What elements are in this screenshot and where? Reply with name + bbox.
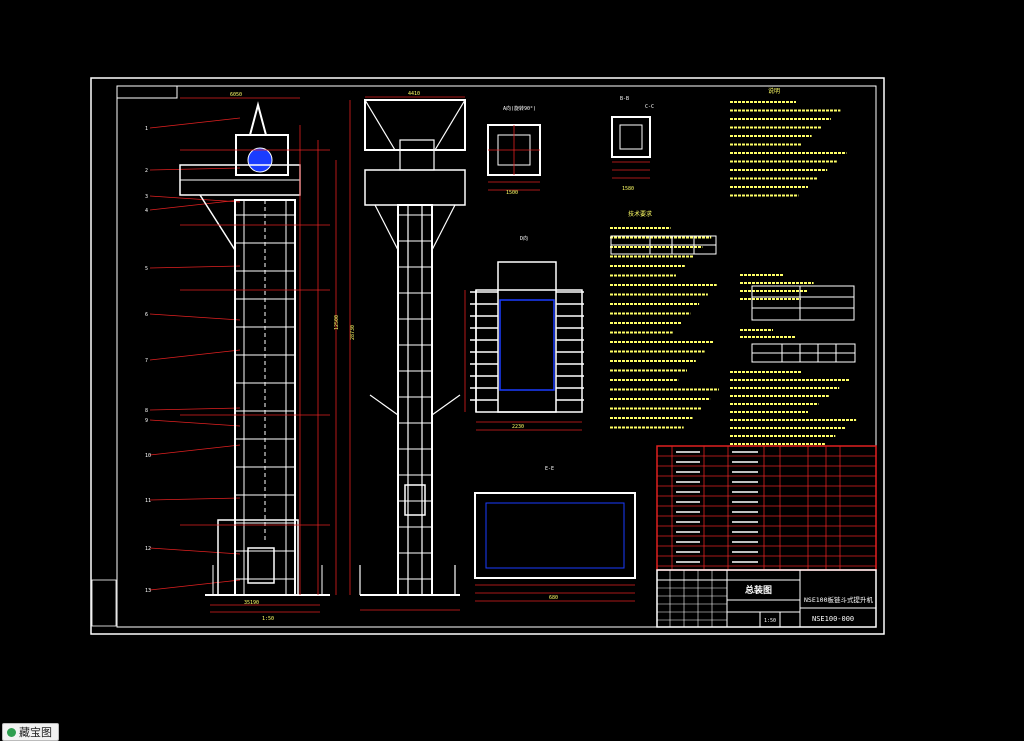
section-a-view bbox=[487, 116, 651, 176]
dim-label-6: 1580 bbox=[622, 186, 634, 192]
leader-line bbox=[149, 579, 241, 591]
front-view-dimensions bbox=[180, 97, 351, 613]
section-label-2: C-C bbox=[645, 104, 654, 110]
spec-tables bbox=[610, 235, 856, 363]
leader-number: 12 bbox=[145, 546, 151, 552]
section-d-ticks bbox=[470, 291, 584, 401]
section-e-view bbox=[474, 492, 636, 579]
section-label-1: B-B bbox=[620, 96, 629, 102]
dim-label-7: 2230 bbox=[512, 424, 524, 430]
badge-label: 藏宝图 bbox=[19, 726, 52, 739]
elevator-side-view bbox=[359, 99, 466, 596]
leader-line bbox=[149, 265, 241, 269]
dim-label-8: 680 bbox=[549, 595, 558, 601]
parts-list bbox=[656, 445, 877, 571]
dim-label-1: 12500 bbox=[334, 315, 340, 330]
leader-line bbox=[149, 444, 241, 456]
title-block-scale: 1:50 bbox=[764, 618, 776, 624]
watermark-badge[interactable]: 藏宝图 bbox=[2, 723, 59, 741]
leader-lines bbox=[149, 117, 241, 591]
sheet-frame bbox=[90, 77, 885, 635]
section-d-view bbox=[475, 261, 583, 413]
leader-line bbox=[149, 497, 241, 501]
leader-number: 1 bbox=[145, 126, 148, 132]
elevator-front-view bbox=[179, 101, 330, 596]
leader-line bbox=[149, 313, 241, 321]
notes-middle bbox=[610, 227, 719, 429]
notes-header-right: 说明 bbox=[768, 87, 780, 95]
dim-label-0: 6050 bbox=[230, 92, 242, 98]
drawing-number: NSE100-000 bbox=[812, 615, 854, 623]
leader-number: 3 bbox=[145, 194, 148, 200]
leaf-icon bbox=[7, 727, 16, 737]
dim-label-5: 1500 bbox=[506, 190, 518, 196]
leader-number: 4 bbox=[145, 208, 148, 214]
dim-label-2: 28730 bbox=[350, 325, 356, 340]
section-label-3: D向 bbox=[520, 235, 528, 242]
section-label-0: A向(旋转90°) bbox=[503, 105, 536, 112]
leader-number: 13 bbox=[145, 588, 151, 594]
dim-label-3: 35190 bbox=[244, 600, 259, 606]
title-block-grid bbox=[657, 570, 727, 627]
section-label-4: E-E bbox=[545, 466, 554, 472]
leader-number: 6 bbox=[145, 312, 148, 318]
leader-number: 8 bbox=[145, 408, 148, 414]
leader-line bbox=[149, 349, 241, 361]
leader-number: 9 bbox=[145, 418, 148, 424]
leader-line bbox=[149, 167, 241, 171]
front-view-rungs bbox=[235, 214, 295, 580]
model-name: NSE100板链斗式提升机 bbox=[804, 595, 873, 604]
leader-number: 2 bbox=[145, 168, 148, 174]
scale-label-front: 1:50 bbox=[262, 616, 274, 622]
leader-line bbox=[149, 419, 241, 427]
left-revision-box bbox=[91, 579, 117, 627]
side-view-rungs bbox=[398, 214, 432, 580]
front-dimension-text: 6050 12500 28730 35190 1:50 bbox=[230, 92, 356, 622]
dim-label-4: 4410 bbox=[408, 91, 420, 97]
leader-number: 5 bbox=[145, 266, 148, 272]
leader-line bbox=[149, 117, 241, 129]
section-e-dims bbox=[475, 584, 635, 602]
leader-line bbox=[149, 407, 241, 411]
side-view-dimensions bbox=[360, 96, 465, 611]
leader-number: 11 bbox=[145, 498, 151, 504]
leader-number: 7 bbox=[145, 358, 148, 364]
leader-number: 10 bbox=[145, 453, 151, 459]
title-block bbox=[656, 569, 877, 628]
drawing-title: 总装图 bbox=[745, 584, 772, 596]
leader-line bbox=[149, 195, 241, 203]
notes-right bbox=[730, 101, 857, 477]
leader-line bbox=[149, 547, 241, 555]
section-a-dims bbox=[488, 161, 650, 191]
section-d-dims bbox=[464, 290, 582, 431]
leader-line bbox=[149, 199, 241, 211]
notes-header: 技术要求 bbox=[628, 210, 652, 218]
